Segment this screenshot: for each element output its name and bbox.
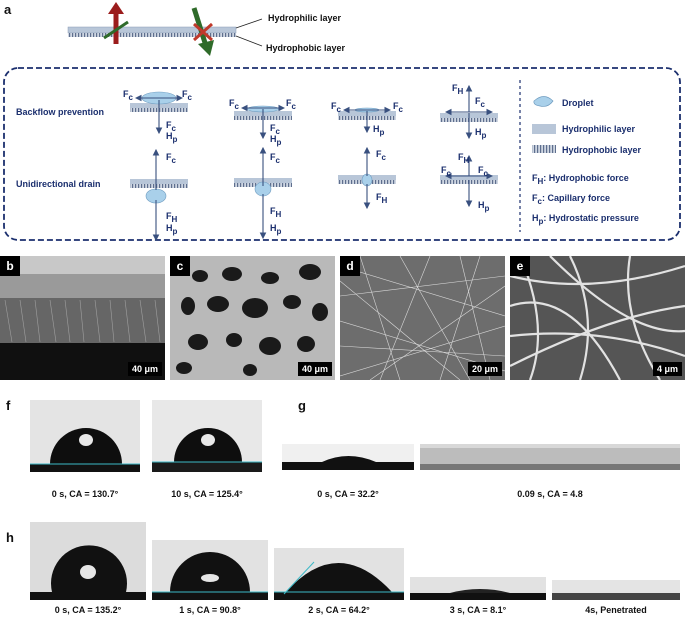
legend-hydrophilic: Hydrophilic layer bbox=[562, 124, 636, 134]
contact-angle-photo-h2 bbox=[152, 540, 268, 600]
force-label: Fc bbox=[270, 123, 280, 136]
dashed-frame bbox=[3, 67, 681, 241]
contact-angle-photo-h4 bbox=[410, 577, 546, 600]
caption-h1: 0 s, CA = 135.2° bbox=[54, 605, 122, 615]
legend-fh: FH: Hydrophobic force bbox=[532, 173, 629, 186]
hydrophobic-swatch bbox=[532, 145, 556, 153]
force-label: Fc bbox=[270, 152, 280, 165]
row-label-backflow: Backflow prevention bbox=[16, 107, 105, 117]
panel-label-f: f bbox=[6, 398, 11, 413]
drain-arrows bbox=[152, 146, 494, 242]
force-label: Fc bbox=[182, 89, 192, 102]
sem-image-b: b 40 μm bbox=[0, 256, 165, 380]
contact-angle-photo-f1 bbox=[30, 400, 140, 472]
force-label: Fc bbox=[286, 98, 296, 111]
contact-angle-photo-g1 bbox=[282, 444, 414, 470]
force-label: FH bbox=[166, 211, 178, 224]
caption-h4: 3 s, CA = 8.1° bbox=[449, 605, 507, 615]
force-label: FH bbox=[458, 152, 470, 165]
panel-label-c: c bbox=[170, 256, 190, 276]
contact-angle-photo-g2 bbox=[420, 444, 680, 470]
top-membrane bbox=[67, 26, 237, 37]
force-label: Fc bbox=[229, 98, 239, 111]
force-label: Fc bbox=[475, 96, 485, 109]
row-label-drain: Unidirectional drain bbox=[16, 179, 101, 189]
panel-label-b: b bbox=[0, 256, 20, 276]
legend-hydrophobic: Hydrophobic layer bbox=[562, 145, 642, 155]
force-label: Fc bbox=[393, 101, 403, 114]
contact-angle-photo-h3 bbox=[274, 548, 404, 600]
panel-label-e: e bbox=[510, 256, 530, 276]
force-label: Hp bbox=[270, 223, 282, 236]
backflow-arrows bbox=[134, 84, 494, 140]
force-label: Hp bbox=[373, 124, 385, 137]
caption-h2: 1 s, CA = 90.8° bbox=[179, 605, 241, 615]
contact-angle-photo-h1 bbox=[30, 522, 146, 600]
force-label: FH bbox=[376, 192, 388, 205]
sem-image-d: d 20 μm bbox=[340, 256, 505, 380]
legend-symbols bbox=[532, 96, 556, 153]
caption-g2: 0.09 s, CA = 4.8 bbox=[517, 489, 583, 499]
sem-image-c: c 40 μm bbox=[170, 256, 335, 380]
contact-angle-photo-f2 bbox=[152, 400, 262, 472]
backflow-membranes bbox=[130, 103, 498, 122]
force-label: Hp bbox=[478, 200, 490, 213]
force-label: Fc bbox=[441, 165, 451, 178]
force-label: Hp bbox=[270, 134, 282, 147]
force-label: FH bbox=[452, 83, 464, 96]
caption-h3: 2 s, CA = 64.2° bbox=[308, 605, 370, 615]
caption-f1: 0 s, CA = 130.7° bbox=[51, 489, 119, 499]
force-label: Hp bbox=[475, 127, 487, 140]
droplet-icon bbox=[533, 96, 554, 107]
force-label: Hp bbox=[166, 223, 178, 236]
legend-fc: Fc: Capillary force bbox=[532, 193, 610, 206]
scale-bar-d: 20 μm bbox=[467, 362, 502, 376]
red-arrow-icon bbox=[103, 2, 129, 44]
sem-image-e: e 4 μm bbox=[510, 256, 685, 380]
scale-bar-e: 4 μm bbox=[652, 362, 682, 376]
hydrophilic-swatch bbox=[532, 124, 556, 134]
force-label: Fc bbox=[166, 120, 176, 133]
green-arrow-icon bbox=[191, 7, 214, 56]
legend-hp: Hp: Hydrostatic pressure bbox=[532, 213, 639, 226]
force-label: Hp bbox=[166, 131, 178, 144]
force-label: Fc bbox=[123, 89, 133, 102]
hydrophilic-label: Hydrophilic layer bbox=[268, 13, 342, 23]
panel-label-g: g bbox=[298, 398, 306, 413]
force-label: FH bbox=[270, 206, 282, 219]
force-label: Fc bbox=[166, 152, 176, 165]
caption-g1: 0 s, CA = 32.2° bbox=[317, 489, 379, 499]
caption-h5: 4s, Penetrated bbox=[585, 605, 647, 615]
panel-label-d: d bbox=[340, 256, 360, 276]
force-label: Fc bbox=[331, 101, 341, 114]
panel-label-h: h bbox=[6, 530, 14, 545]
hydrophobic-label: Hydrophobic layer bbox=[266, 43, 346, 53]
scale-bar-c: 40 μm bbox=[297, 362, 332, 376]
panel-label-a: a bbox=[4, 2, 12, 17]
force-label: Fc bbox=[376, 149, 386, 162]
caption-f2: 10 s, CA = 125.4° bbox=[171, 489, 243, 499]
scale-bar-b: 40 μm bbox=[127, 362, 162, 376]
force-label: Fc bbox=[478, 165, 488, 178]
legend-droplet: Droplet bbox=[562, 98, 594, 108]
contact-angle-photo-h5 bbox=[552, 580, 680, 600]
schematic-a bbox=[3, 2, 681, 242]
